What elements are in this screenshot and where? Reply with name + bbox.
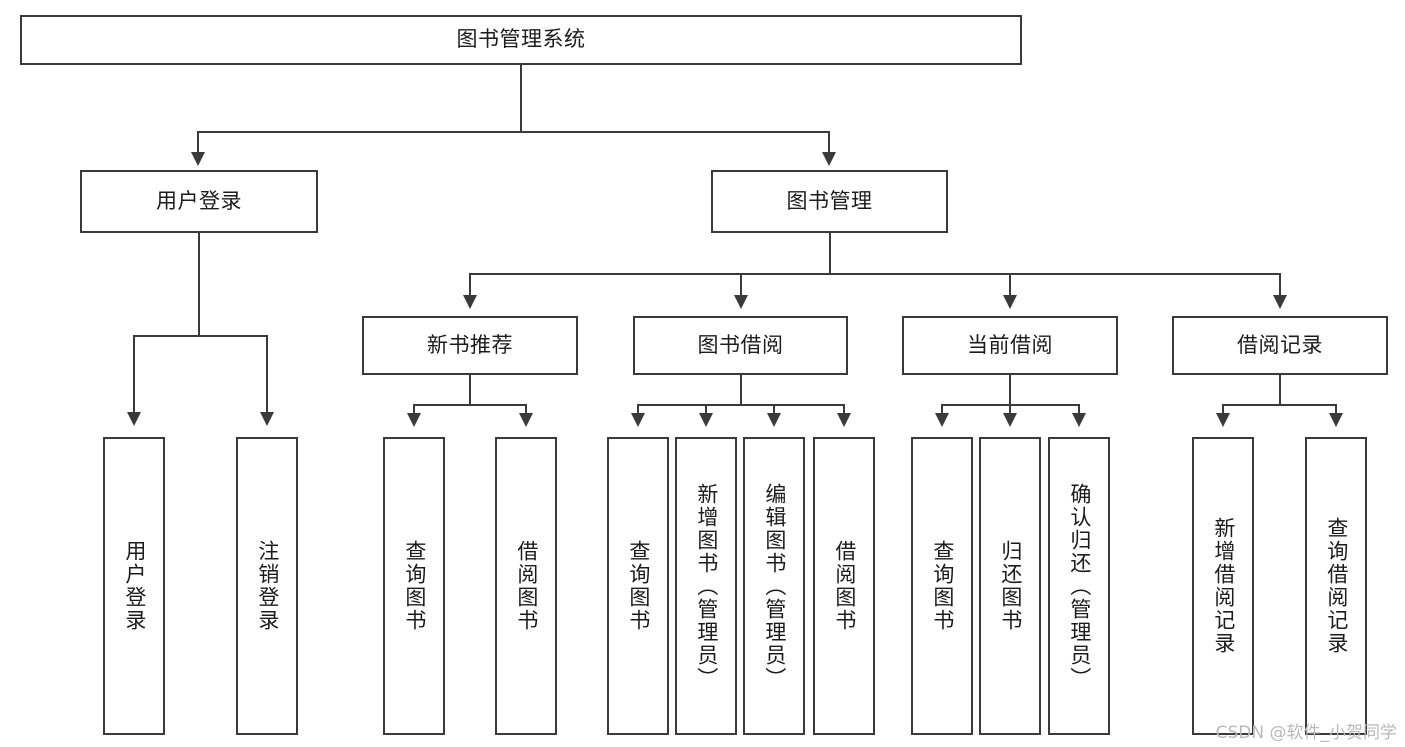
arrow-user-login-leaf-2	[260, 412, 274, 426]
connector-root-stem	[520, 65, 522, 132]
watermark: CSDN @软件_小贺同学	[1215, 723, 1397, 743]
arrow-new-book-leaf-1	[407, 413, 421, 427]
connector-records-drop-1	[1222, 404, 1224, 416]
arrow-book-mgmt-to-new-book	[463, 295, 477, 309]
node-label: 确认归还（管理员）	[1067, 482, 1092, 690]
connector-records-stem	[1279, 375, 1281, 406]
connector-new-book-bus	[413, 404, 527, 406]
arrow-book-mgmt-to-current	[1003, 295, 1017, 309]
arrow-book-mgmt-to-records	[1273, 295, 1287, 309]
connector-root-to-user-login	[197, 131, 199, 155]
node-new-book-recommend: 新书推荐	[362, 316, 578, 375]
leaf-book-borrow-query: 查询图书	[607, 437, 669, 735]
node-book-borrow: 图书借阅	[633, 316, 848, 375]
node-label: 图书管理	[786, 188, 873, 213]
connector-book-borrow-drop-1	[637, 404, 639, 416]
arrow-book-borrow-leaf-3	[767, 413, 781, 427]
connector-new-book-stem	[469, 375, 471, 406]
leaf-current-borrow-confirm-return: 确认归还（管理员）	[1048, 437, 1110, 735]
arrow-current-borrow-leaf-1	[935, 413, 949, 427]
arrow-user-login-leaf-1	[127, 412, 141, 426]
connector-new-book-drop-2	[525, 404, 527, 416]
node-label: 用户登录	[122, 540, 147, 632]
arrow-root-to-book-mgmt	[822, 152, 836, 166]
connector-book-borrow-drop-2	[705, 404, 707, 416]
connector-new-book-drop-1	[413, 404, 415, 416]
node-label: 新增借阅记录	[1211, 517, 1236, 655]
connector-root-bus	[197, 131, 829, 133]
connector-user-login-drop-1	[133, 335, 135, 415]
node-label: 查询图书	[930, 540, 955, 632]
connector-book-mgmt-drop-1	[469, 273, 471, 298]
connector-user-login-bus	[133, 335, 267, 337]
leaf-user-login-logout: 注销登录	[236, 437, 298, 735]
connector-records-bus	[1222, 404, 1337, 406]
connector-current-borrow-stem	[1009, 375, 1011, 406]
node-label: 图书管理系统	[456, 27, 586, 52]
connector-current-borrow-drop-3	[1078, 404, 1080, 416]
leaf-records-query: 查询借阅记录	[1305, 437, 1367, 735]
node-label: 查询借阅记录	[1324, 517, 1349, 655]
connector-book-borrow-drop-3	[773, 404, 775, 416]
node-book-management: 图书管理	[711, 170, 948, 233]
node-label: 新增图书（管理员）	[694, 482, 719, 690]
connector-book-mgmt-stem	[829, 233, 831, 275]
node-label: 用户登录	[156, 188, 242, 213]
arrow-book-borrow-leaf-4	[837, 413, 851, 427]
connector-book-borrow-bus	[637, 404, 845, 406]
leaf-new-book-borrow: 借阅图书	[495, 437, 557, 735]
connector-current-borrow-drop-2	[1009, 404, 1011, 416]
node-label: 当前借阅	[967, 332, 1053, 357]
node-current-borrow: 当前借阅	[902, 316, 1118, 375]
arrow-records-leaf-1	[1216, 413, 1230, 427]
connector-current-borrow-drop-1	[941, 404, 943, 416]
leaf-book-borrow-edit: 编辑图书（管理员）	[743, 437, 805, 735]
node-label: 借阅图书	[514, 540, 539, 632]
connector-root-to-book-mgmt	[828, 131, 830, 155]
arrow-root-to-user-login	[191, 152, 205, 166]
leaf-new-book-query: 查询图书	[383, 437, 445, 735]
node-label: 借阅图书	[832, 540, 857, 632]
connector-book-mgmt-drop-4	[1279, 273, 1281, 298]
node-label: 借阅记录	[1237, 332, 1323, 357]
node-label: 查询图书	[402, 540, 427, 632]
leaf-current-borrow-return: 归还图书	[979, 437, 1041, 735]
arrow-records-leaf-2	[1329, 413, 1343, 427]
connector-book-borrow-drop-4	[843, 404, 845, 416]
connector-records-drop-2	[1335, 404, 1337, 416]
node-label: 归还图书	[998, 540, 1023, 632]
connector-book-mgmt-drop-2	[740, 273, 742, 298]
node-user-login: 用户登录	[80, 170, 318, 233]
connector-book-mgmt-bus	[469, 273, 1281, 275]
connector-user-login-drop-2	[266, 335, 268, 415]
connector-book-borrow-stem	[740, 375, 742, 406]
node-root-system: 图书管理系统	[20, 15, 1022, 65]
arrow-book-borrow-leaf-1	[631, 413, 645, 427]
leaf-book-borrow-borrow: 借阅图书	[813, 437, 875, 735]
arrow-book-mgmt-to-borrow	[734, 295, 748, 309]
node-label: 查询图书	[626, 540, 651, 632]
node-label: 新书推荐	[427, 332, 513, 357]
arrow-current-borrow-leaf-3	[1072, 413, 1086, 427]
arrow-book-borrow-leaf-2	[699, 413, 713, 427]
connector-user-login-stem	[198, 233, 200, 336]
leaf-user-login-login: 用户登录	[103, 437, 165, 735]
arrow-current-borrow-leaf-2	[1003, 413, 1017, 427]
node-label: 注销登录	[255, 540, 280, 632]
node-label: 编辑图书（管理员）	[762, 482, 787, 690]
leaf-book-borrow-add: 新增图书（管理员）	[675, 437, 737, 735]
leaf-current-borrow-query: 查询图书	[911, 437, 973, 735]
node-borrow-records: 借阅记录	[1172, 316, 1388, 375]
connector-book-mgmt-drop-3	[1009, 273, 1011, 298]
node-label: 图书借阅	[697, 332, 784, 357]
leaf-records-add: 新增借阅记录	[1192, 437, 1254, 735]
arrow-new-book-leaf-2	[519, 413, 533, 427]
